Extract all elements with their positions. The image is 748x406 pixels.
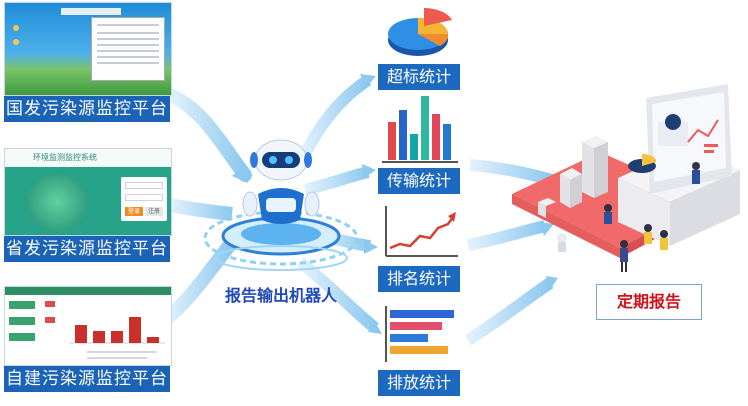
horizontal-bar-icon [385,306,454,362]
login-button[interactable]: 登录 [125,207,143,216]
login-card: 登录 注册 [121,177,167,221]
alert-tile [45,301,55,307]
national-platform-screenshot [4,2,172,96]
pie-chart-icon [388,8,452,56]
dashboard-bar-chart [69,317,165,344]
robot-illustration [203,139,359,271]
desktop-icon [13,25,19,31]
line-chart-icon [385,206,458,257]
taskbar [61,8,121,15]
periodic-report-box: 定期报告 [596,284,702,320]
stat-label-ranking: 排名统计 [378,266,460,292]
national-platform-label: 国发污染源监控平台 [4,96,170,122]
selfbuilt-platform-label: 自建污染源监控平台 [4,366,170,392]
provincial-platform-screenshot: 环境监测监控系统 登录 注册 [4,148,172,236]
status-tile [9,333,35,341]
robot-caption: 报告输出机器人 [224,286,337,305]
stat-label-exceedance: 超标统计 [378,64,460,90]
selfbuilt-platform-screenshot [4,286,172,366]
status-tile [9,317,35,325]
register-button[interactable]: 注册 [145,207,163,216]
bar-chart-icon [382,96,458,163]
desktop-icon [13,39,19,45]
stat-label-emission: 排放统计 [378,370,460,396]
app-header: 环境监测监控系统 [5,149,171,167]
document-window [91,17,165,81]
provincial-platform-label: 省发污染源监控平台 [4,236,170,262]
alert-tile [45,317,55,323]
globe-graphic [27,173,87,231]
text-line [87,351,157,353]
status-tile [9,301,35,309]
app-header [5,287,171,295]
app-header-title: 环境监测监控系统 [33,153,97,162]
text-line [87,357,147,359]
report-illustration [512,84,740,272]
stat-label-transmission: 传输统计 [378,168,460,194]
